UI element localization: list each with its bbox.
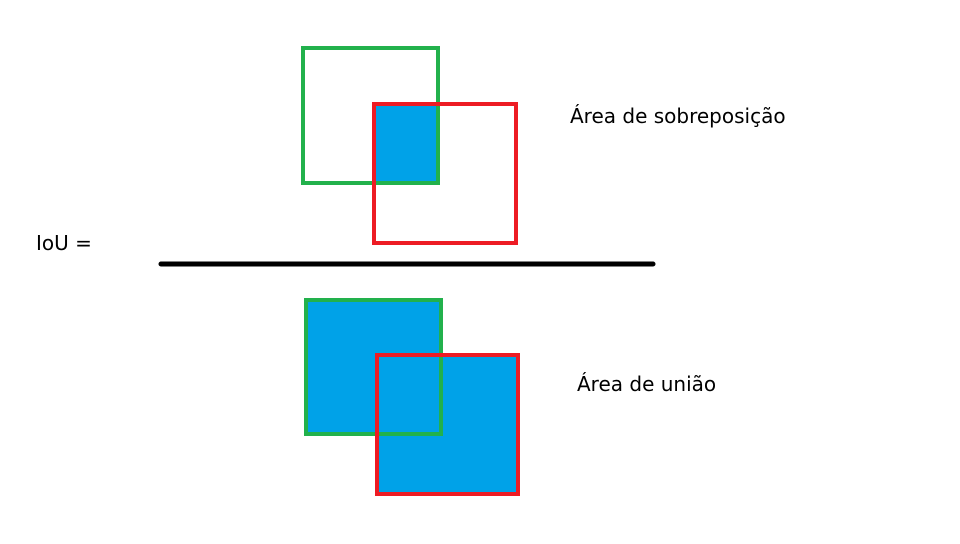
- red-box-top: [372, 102, 518, 245]
- intersection-area-label: Área de sobreposição: [570, 104, 786, 128]
- red-box-bottom: [375, 353, 520, 496]
- green-box-top: [301, 46, 440, 185]
- intersection-figure: [301, 46, 518, 245]
- iou-equals-label: IoU =: [36, 231, 92, 255]
- union-figure: [304, 298, 520, 496]
- green-box-bottom: [304, 298, 443, 436]
- intersection-region: [374, 104, 438, 183]
- union-area-label: Área de união: [577, 372, 717, 396]
- union-fill-b: [377, 355, 518, 494]
